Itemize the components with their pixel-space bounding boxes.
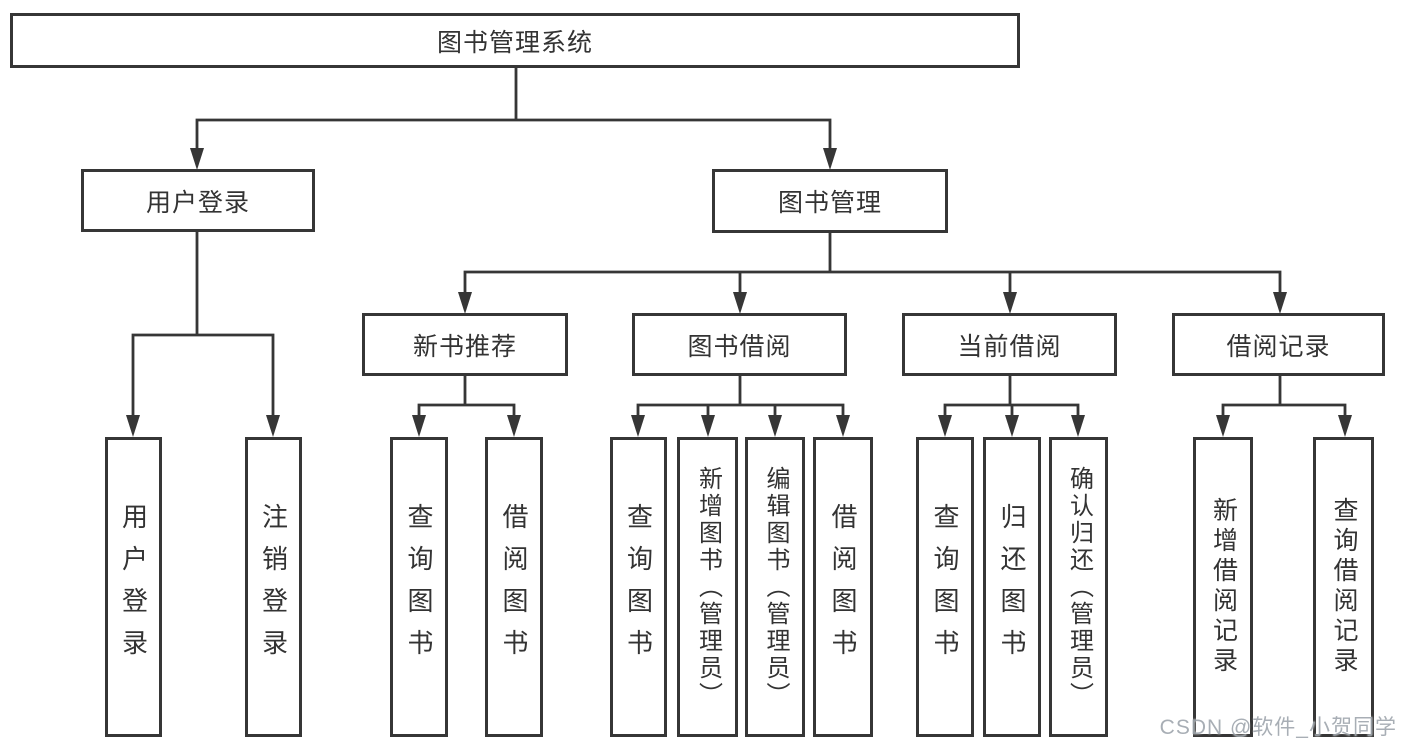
node-label: 图书借阅 xyxy=(687,332,792,361)
arrowhead-icon xyxy=(701,415,715,437)
arrowhead-icon xyxy=(412,415,426,437)
edge-userlogin-to-leaves xyxy=(131,230,275,419)
edge-root-to-level2 xyxy=(195,66,832,152)
leaf-current-query-books: 查询图书 xyxy=(916,437,974,737)
node-book-management: 图书管理 xyxy=(712,169,948,233)
edge-newbooks-to-leaves xyxy=(417,374,516,419)
node-borrow-records: 借阅记录 xyxy=(1172,313,1385,376)
arrowhead-icon xyxy=(631,415,645,437)
node-label: 当前借阅 xyxy=(957,332,1062,361)
leaf-add-borrow-record: 新增借阅记录 xyxy=(1193,437,1253,737)
arrowhead-icon xyxy=(1338,415,1352,437)
leaf-add-books-admin: 新增图书（管理员） xyxy=(677,437,738,737)
node-label: 借阅记录 xyxy=(1226,332,1331,361)
node-label: 新增借阅记录 xyxy=(1209,497,1238,677)
edge-currentborrow-to-leaves xyxy=(943,374,1080,419)
node-label: 查询图书 xyxy=(623,503,654,671)
node-label: 查询借阅记录 xyxy=(1330,497,1358,677)
node-book-borrow: 图书借阅 xyxy=(632,313,847,376)
arrowhead-icon xyxy=(823,148,837,170)
arrowhead-icon xyxy=(1071,415,1085,437)
leaf-borrow-query-books: 查询图书 xyxy=(610,437,667,737)
arrowhead-icon xyxy=(458,292,472,314)
node-label: 新书推荐 xyxy=(412,332,517,361)
node-label: 用户登录 xyxy=(118,503,149,671)
arrowhead-icon xyxy=(733,292,747,314)
node-label: 借阅图书 xyxy=(828,503,858,671)
node-label: 图书管理系统 xyxy=(436,28,593,57)
leaf-confirm-return-admin: 确认归还（管理员） xyxy=(1049,437,1108,737)
edge-bookmgmt-to-level3 xyxy=(463,231,1282,296)
leaf-edit-books-admin: 编辑图书（管理员） xyxy=(745,437,805,737)
node-label: 编辑图书（管理员） xyxy=(762,465,789,709)
arrowhead-icon xyxy=(938,415,952,437)
node-label: 查询图书 xyxy=(404,503,434,671)
leaf-return-books: 归还图书 xyxy=(983,437,1041,737)
node-label: 查询图书 xyxy=(930,503,960,671)
node-label: 确认归还（管理员） xyxy=(1065,465,1093,709)
arrowhead-icon xyxy=(768,415,782,437)
node-label: 借阅图书 xyxy=(499,503,529,671)
arrowhead-icon xyxy=(126,415,140,437)
leaf-logout: 注销登录 xyxy=(245,437,302,737)
node-label: 图书管理 xyxy=(777,189,882,217)
arrowhead-icon xyxy=(1273,292,1287,314)
node-label: 归还图书 xyxy=(997,503,1027,671)
node-current-borrow: 当前借阅 xyxy=(902,313,1117,376)
leaf-query-borrow-record: 查询借阅记录 xyxy=(1313,437,1374,737)
node-label: 注销登录 xyxy=(258,503,289,671)
leaf-user-login: 用户登录 xyxy=(105,437,162,737)
arrowhead-icon xyxy=(507,415,521,437)
node-label: 新增图书（管理员） xyxy=(694,465,722,709)
arrowhead-icon xyxy=(1216,415,1230,437)
edge-borrowrecords-to-leaves xyxy=(1221,374,1347,419)
node-library-system: 图书管理系统 xyxy=(10,13,1020,68)
leaf-borrow-books: 借阅图书 xyxy=(813,437,873,737)
leaf-recommend-borrow-books: 借阅图书 xyxy=(485,437,543,737)
arrowhead-icon xyxy=(1003,292,1017,314)
arrowhead-icon xyxy=(190,148,204,170)
arrowhead-icon xyxy=(836,415,850,437)
node-label: 用户登录 xyxy=(145,188,250,217)
node-new-book-recommend: 新书推荐 xyxy=(362,313,568,376)
arrowhead-icon xyxy=(266,415,280,437)
arrowhead-icon xyxy=(1005,415,1019,437)
node-user-login: 用户登录 xyxy=(81,169,315,232)
leaf-recommend-query-books: 查询图书 xyxy=(390,437,448,737)
edge-bookborrow-to-leaves xyxy=(636,374,845,419)
